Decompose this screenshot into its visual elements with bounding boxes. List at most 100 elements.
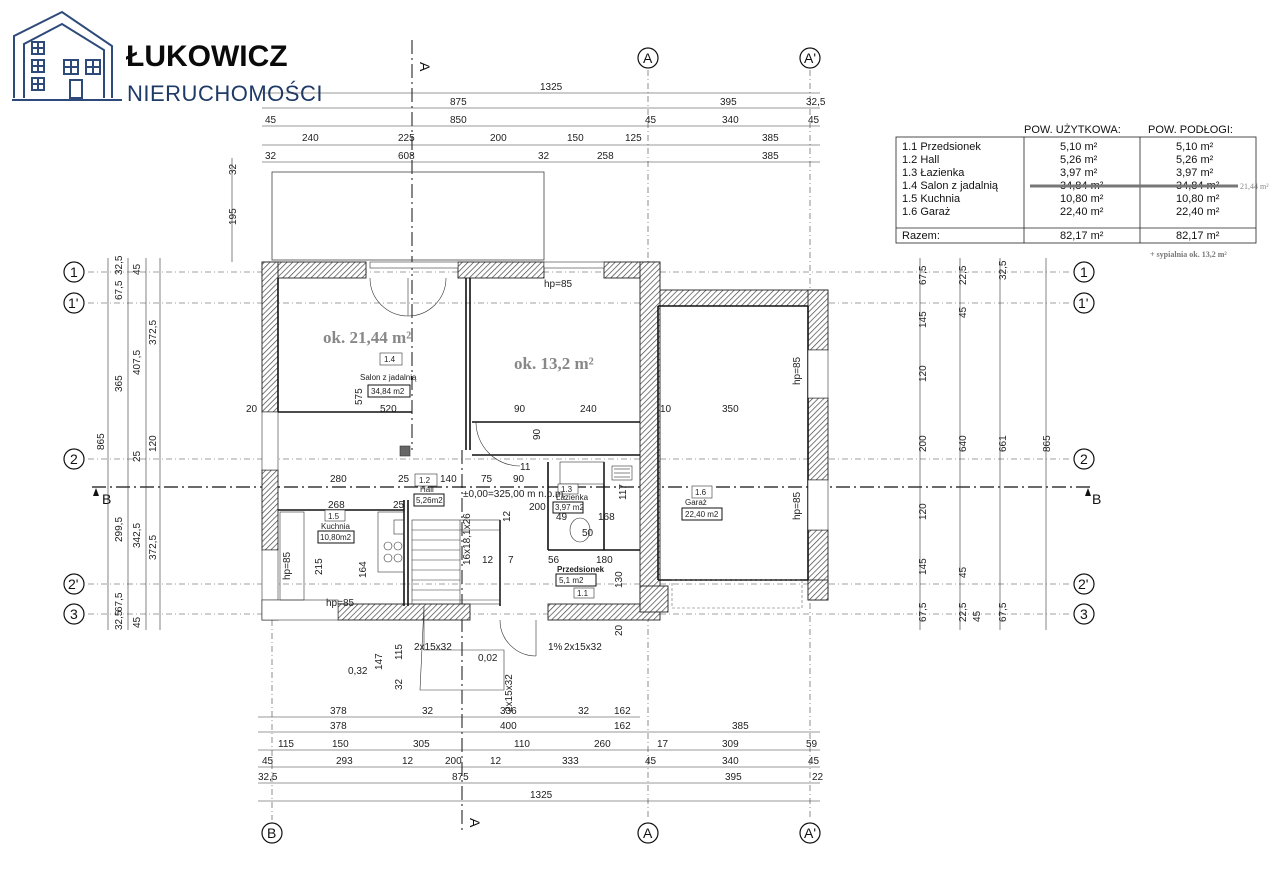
top-dimensions: 1325 875 395 32,5 45 850 45 340 45 240 2… xyxy=(265,82,826,162)
garage-area: 22,40 m2 xyxy=(685,510,719,519)
dim-text: 12 xyxy=(490,756,502,767)
plan-dim: 12 xyxy=(482,555,494,566)
hall-area: 5,26m2 xyxy=(416,496,443,505)
plan-dim: 280 xyxy=(330,474,347,485)
axis-label-left-3: 3 xyxy=(70,606,78,622)
plan-dim: hp=85 xyxy=(326,598,355,609)
dim-text: 32,5 xyxy=(998,260,1009,280)
dim-text: 340 xyxy=(722,115,739,126)
plan-dim: 350 xyxy=(722,404,739,415)
dim-text: 305 xyxy=(413,739,430,750)
plan-dim: 20 xyxy=(246,404,258,415)
section-mark-right: B xyxy=(1092,491,1101,507)
house-icon xyxy=(12,10,122,101)
logo-title: ŁUKOWICZ xyxy=(126,40,288,73)
dim-text: 195 xyxy=(228,208,239,225)
plan-dim: 2x15x32 xyxy=(414,642,452,653)
plan-dim: 0,02 xyxy=(478,653,498,664)
table-footnote: + sypialnia ok. 13,2 m² xyxy=(1150,250,1227,259)
plan-dim: 11 xyxy=(520,462,531,473)
vestibule-area: 5,1 m2 xyxy=(559,576,584,585)
plan-dim: 0,32 xyxy=(348,666,368,677)
dim-text: 1325 xyxy=(530,790,553,801)
plan-dim: 32 xyxy=(394,678,405,690)
plan-dim: hp=85 xyxy=(792,356,803,385)
plan-dim: 56 xyxy=(548,555,560,566)
dim-text: 372,5 xyxy=(148,320,159,345)
dim-text: 385 xyxy=(732,721,749,732)
dim-text: 32 xyxy=(228,163,239,175)
plan-dim: 164 xyxy=(358,561,369,578)
dim-text: 336 xyxy=(500,706,517,717)
table-row-name: 1.5 Kuchnia xyxy=(902,193,961,205)
axis-label-left-2: 2 xyxy=(70,451,78,467)
dim-text: 240 xyxy=(302,133,319,144)
dim-text: 67,5 xyxy=(114,592,125,612)
vestibule-name: Przedsionek xyxy=(557,565,605,574)
dim-text: 378 xyxy=(330,721,347,732)
plan-dim: 180 xyxy=(596,555,613,566)
dim-text: 45 xyxy=(958,566,969,578)
dim-text: 333 xyxy=(562,756,579,767)
axis-bubbles xyxy=(63,47,1095,844)
dim-text: 45 xyxy=(808,115,820,126)
dim-text: 12 xyxy=(402,756,414,767)
dim-text: 200 xyxy=(445,756,462,767)
kitchen-name: Kuchnia xyxy=(321,522,350,531)
dim-text: 342,5 xyxy=(132,523,143,548)
dim-text: 365 xyxy=(114,375,125,392)
garage-name: Garaż xyxy=(685,498,707,507)
axis-label-top-a-prime: A' xyxy=(804,50,816,66)
dim-text: 125 xyxy=(625,133,642,144)
dim-text: 120 xyxy=(918,365,929,382)
plan-dim: 240 xyxy=(580,404,597,415)
dim-text: 875 xyxy=(450,97,467,108)
axis-label-top-a: A xyxy=(643,50,653,66)
area-table: POW. UŻYTKOWA: POW. PODŁOGI: 1.1 Przedsi… xyxy=(895,123,1269,259)
axis-label-bottom-a-prime: A' xyxy=(804,825,816,841)
dim-text: 309 xyxy=(722,739,739,750)
plan-dim: 268 xyxy=(328,500,345,511)
bathroom-number: 1.3 xyxy=(561,485,573,494)
dim-text: 32,5 xyxy=(114,255,125,275)
dim-text: 22,5 xyxy=(958,265,969,285)
axis-label-left-2-prime: 2' xyxy=(68,576,78,592)
dim-text: 850 xyxy=(450,115,467,126)
dim-text: 1325 xyxy=(540,82,563,93)
dim-text: 110 xyxy=(514,739,530,750)
plan-dim: 200 xyxy=(529,502,546,513)
dim-text: 67,5 xyxy=(998,602,1009,622)
dim-text: 200 xyxy=(918,435,929,452)
plan-dim: 49 xyxy=(556,512,568,523)
dim-text: 150 xyxy=(332,739,349,750)
plan-dim: 130 xyxy=(614,571,625,588)
dim-text: 45 xyxy=(132,616,143,628)
plan-dim: 140 xyxy=(440,474,457,485)
dim-text: 395 xyxy=(720,97,737,108)
dim-text: 162 xyxy=(614,706,631,717)
bathroom-fittings xyxy=(559,461,633,543)
bottom-dimension-lines xyxy=(258,716,820,802)
garage-number: 1.6 xyxy=(695,488,707,497)
logo-subtitle: NIERUCHOMOŚCI xyxy=(127,81,323,106)
table-row-name: 1.1 Przedsionek xyxy=(902,141,981,153)
dim-text: 32 xyxy=(538,151,550,162)
axis-label-left-1: 1 xyxy=(70,264,78,280)
dim-text: 875 xyxy=(452,772,469,783)
dim-text: 661 xyxy=(998,435,1009,452)
table-row-name: 1.2 Hall xyxy=(902,154,939,166)
plan-dim: 7 xyxy=(508,555,514,566)
dim-text: 200 xyxy=(490,133,507,144)
plan-dim: 90 xyxy=(513,474,525,485)
table-row-floor: 22,40 m² xyxy=(1176,206,1220,218)
plan-dim: 10 xyxy=(660,404,672,415)
axis-label-bottom-b: B xyxy=(267,825,276,841)
table-row-floor: 5,10 m² xyxy=(1176,141,1214,153)
dim-text: 258 xyxy=(597,151,614,162)
table-row-floor: 10,80 m² xyxy=(1176,193,1220,205)
table-row-floor: 5,26 m² xyxy=(1176,154,1214,166)
dim-text: 67,5 xyxy=(918,265,929,285)
dim-text: 22,5 xyxy=(958,602,969,622)
dim-text: 162 xyxy=(614,721,631,732)
dim-text: 372,5 xyxy=(148,535,159,560)
